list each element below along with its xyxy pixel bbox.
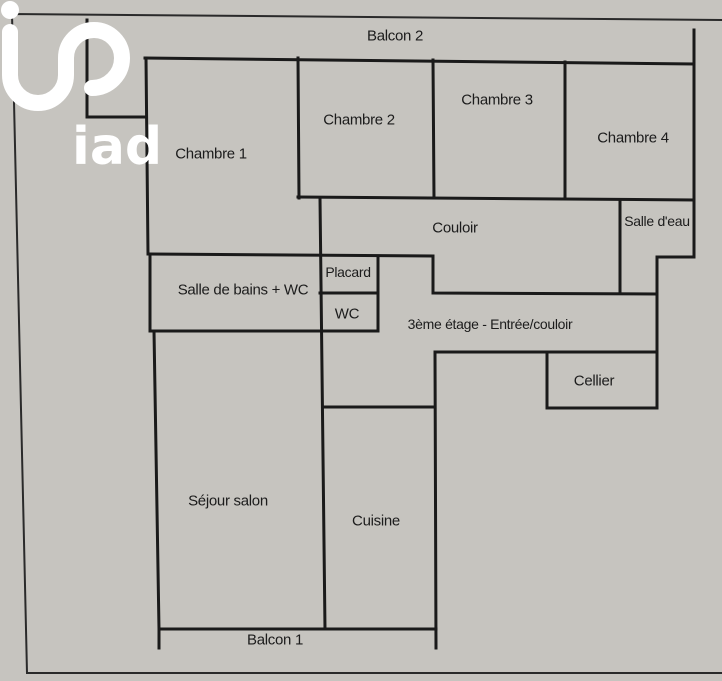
room-label-chambre-2: Chambre 2	[323, 111, 395, 129]
bedrooms-bottom-wall	[296, 195, 696, 202]
room-label-cellier: Cellier	[573, 372, 615, 390]
chambre1-bottom-wall	[148, 252, 659, 296]
room-label-salle-eau: Salle d'eau	[624, 213, 690, 229]
room-label-salle-de-bains: Salle de bains + WC	[177, 281, 309, 299]
room-label-balcon-2: Balcon 2	[367, 27, 423, 45]
room-label-chambre-3: Chambre 3	[461, 91, 533, 109]
room-label-chambre-4: Chambre 4	[597, 129, 669, 147]
room-label-chambre-1: Chambre 1	[175, 145, 247, 163]
room-label-couloir: Couloir	[432, 219, 478, 237]
chambre3-left-wall	[431, 58, 436, 200]
room-label-entree: 3ème étage - Entrée/couloir	[407, 316, 573, 332]
cuisine-right-wall	[433, 350, 658, 650]
walls	[85, 18, 696, 650]
chambre2-left-wall	[296, 56, 301, 200]
room-label-wc: WC	[334, 305, 360, 323]
svg-text:iad: iad	[72, 117, 160, 170]
exterior-right-wall	[545, 28, 696, 410]
iad-logo: iad	[1, 1, 160, 170]
room-label-sejour-salon: Séjour salon	[188, 492, 268, 510]
couloir-left-wall	[318, 196, 327, 631]
top-wall	[143, 56, 696, 66]
balcon2-left-wall	[85, 18, 147, 119]
page-frame	[10, 12, 722, 674]
room-label-cuisine: Cuisine	[352, 512, 400, 530]
room-label-balcon-1: Balcon 1	[247, 631, 303, 649]
room-label-placard: Placard	[325, 264, 371, 280]
